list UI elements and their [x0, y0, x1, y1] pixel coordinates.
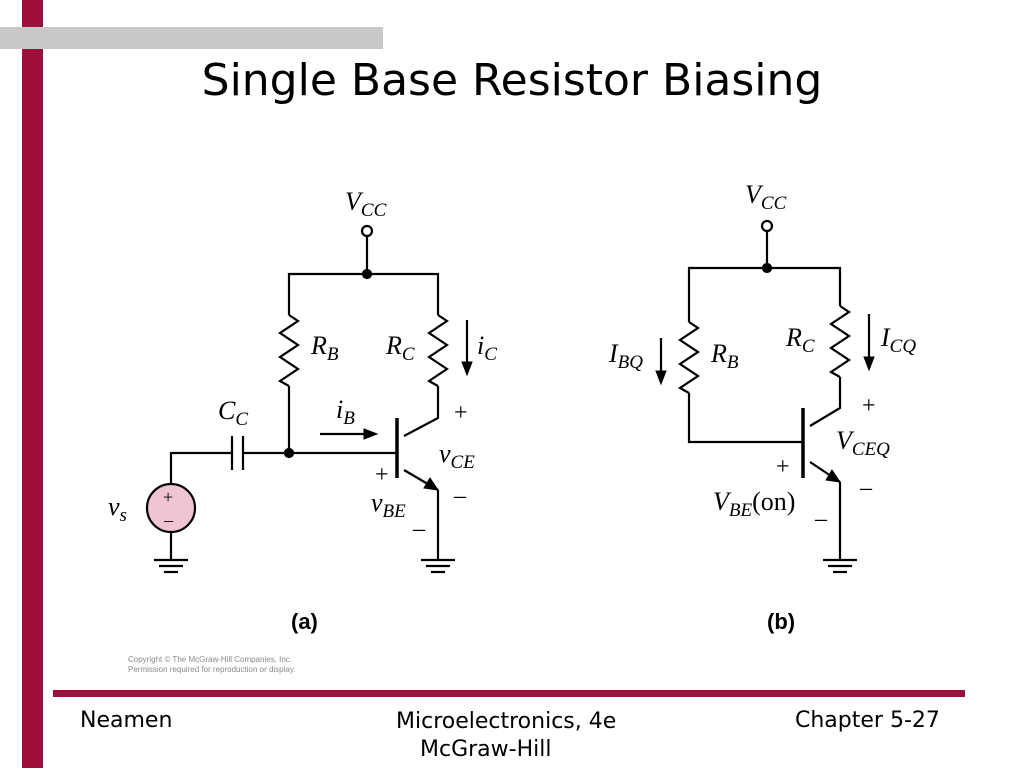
ib-label-a: iB	[336, 395, 355, 429]
footer-rule	[53, 690, 965, 697]
copyright-notice: Copyright © The McGraw-Hill Companies, I…	[128, 655, 295, 675]
vbe-plus-a: +	[375, 462, 389, 488]
ground-symbol-a-left	[154, 558, 188, 574]
collector-resistor-a	[426, 314, 449, 387]
vceq-label-b: VCEQ	[836, 426, 890, 460]
vcc-terminal-b	[760, 219, 774, 233]
circuit-a	[145, 224, 473, 574]
vce-label-a: vCE	[439, 439, 475, 473]
footer-page: Chapter 5-27	[795, 708, 940, 733]
base-resistor-b	[677, 321, 700, 394]
footer-book: Microelectronics, 4e McGraw-Hill	[396, 708, 616, 764]
vcc-label-a: VCC	[345, 187, 387, 221]
vbe-minus-a: –	[412, 516, 426, 542]
coupling-capacitor-a	[230, 436, 245, 470]
collector-resistor-b	[828, 305, 851, 378]
vce-minus-a: –	[453, 483, 467, 509]
ibq-label-b: IBQ	[608, 339, 643, 373]
ground-symbol-b	[823, 558, 857, 574]
source-plus-a: +	[163, 487, 173, 507]
footer-book-line-1: Microelectronics, 4e	[396, 709, 617, 734]
left-accent-bar	[22, 0, 43, 768]
vcc-label-b: VCC	[745, 180, 787, 214]
vbe-minus-b: –	[814, 506, 828, 532]
rb-label-b: RB	[710, 339, 739, 373]
vcc-terminal-a	[360, 224, 374, 238]
vbe-label-a: vBE	[371, 488, 406, 522]
rb-label-a: RB	[310, 331, 339, 365]
footer-author: Neamen	[80, 708, 173, 733]
slide-title: Single Base Resistor Biasing	[201, 55, 823, 106]
vbe-on-label-b: VBE(on)	[713, 487, 795, 521]
top-gray-bar	[0, 27, 383, 49]
caption-a: (a)	[291, 609, 318, 634]
base-resistor-a	[277, 314, 300, 387]
ic-label-a: iC	[477, 331, 497, 365]
vs-label-a: vs	[108, 492, 127, 526]
cc-label-a: CC	[218, 396, 248, 430]
source-minus-a: –	[163, 510, 174, 530]
vce-plus-a: +	[454, 400, 468, 426]
copyright-line-1: Copyright © The McGraw-Hill Companies, I…	[128, 655, 293, 664]
vceq-plus-b: +	[862, 393, 876, 419]
vbe-plus-b: +	[776, 454, 790, 480]
copyright-line-2: Permission required for reproduction or …	[128, 665, 296, 674]
circuit-b	[655, 219, 875, 574]
icq-label-b: ICQ	[880, 323, 916, 357]
ground-symbol-a-right	[421, 558, 455, 574]
vceq-minus-b: –	[859, 475, 873, 501]
caption-b: (b)	[767, 609, 795, 634]
rc-label-b: RC	[785, 323, 815, 357]
rc-label-a: RC	[385, 331, 415, 365]
footer-book-line-2: McGraw-Hill	[420, 737, 552, 762]
